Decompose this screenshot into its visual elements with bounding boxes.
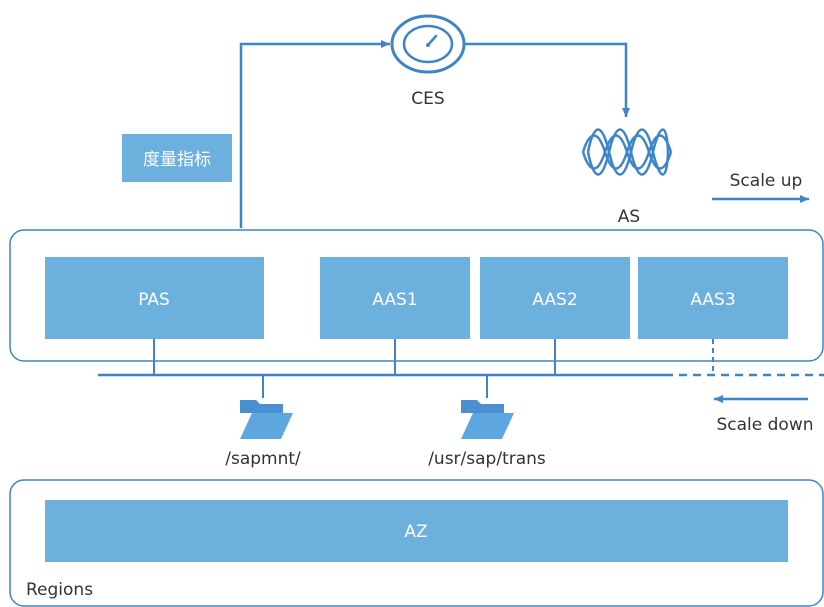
as-label: AS xyxy=(618,207,640,227)
scale-down-label: Scale down xyxy=(716,415,813,435)
az-label: AZ xyxy=(404,522,427,542)
metrics-flow-line xyxy=(239,40,390,228)
aas1-box xyxy=(320,257,470,339)
metrics-label: 度量指标 xyxy=(143,150,211,170)
scale-up-label: Scale up xyxy=(730,171,803,191)
ces-to-as-line xyxy=(465,42,630,117)
folder-open-icon xyxy=(240,400,293,439)
pas-box xyxy=(45,257,264,339)
metrics-box xyxy=(122,134,232,182)
aas2-label: AAS2 xyxy=(532,290,577,310)
sapmnt-label: /sapmnt/ xyxy=(225,449,301,469)
regions-label: Regions xyxy=(26,580,93,600)
az-box xyxy=(45,500,788,562)
aas3-label: AAS3 xyxy=(690,290,735,310)
aas2-box xyxy=(480,257,630,339)
aas1-label: AAS1 xyxy=(372,290,417,310)
autoscaling-wave-icon xyxy=(581,128,673,176)
gauge-icon xyxy=(390,14,466,74)
aas3-box xyxy=(638,257,788,339)
pas-label: PAS xyxy=(138,290,170,310)
ces-label: CES xyxy=(411,89,444,109)
folder-open-icon xyxy=(461,400,514,439)
trans-label: /usr/sap/trans xyxy=(428,449,546,469)
